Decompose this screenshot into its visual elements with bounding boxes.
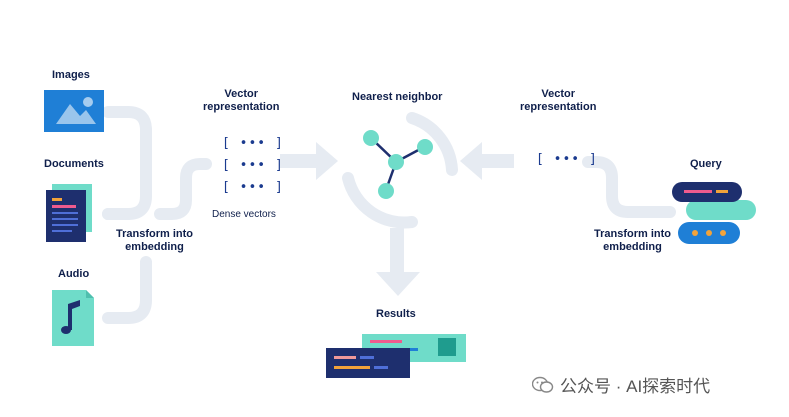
transform-label-left: Transform into embedding <box>116 228 194 253</box>
watermark-text: 公众号 · AI探索时代 <box>560 377 711 396</box>
arrows <box>280 142 514 296</box>
neighbor-graph-icon <box>363 130 433 199</box>
input-connectors <box>102 106 212 324</box>
dense-vector-3: [ ••• ] <box>222 180 284 195</box>
watermark: 公众号 · AI探索时代 <box>532 372 710 397</box>
query-vector-title: Vector representation <box>520 88 597 113</box>
dense-vectors-caption: Dense vectors <box>212 209 276 220</box>
audio-label: Audio <box>58 268 90 280</box>
audio-file-icon <box>52 290 94 346</box>
documents-label: Documents <box>44 158 104 170</box>
neighbor-node <box>417 139 433 155</box>
ring-arc-top <box>406 112 458 176</box>
image-icon <box>44 90 104 132</box>
ring-arc-bottom <box>342 172 418 229</box>
arrow-down-head <box>376 272 420 296</box>
neighbor-node <box>378 183 394 199</box>
nearest-neighbor-title: Nearest neighbor <box>352 91 443 103</box>
arrow-right-head <box>460 142 482 180</box>
connector-audio <box>102 256 152 324</box>
connector-to-vectors <box>154 158 212 220</box>
arrow-right-shaft <box>478 154 514 168</box>
arrow-left-head <box>316 142 338 180</box>
query-label: Query <box>690 158 722 170</box>
vector-representation-title: Vector representation <box>203 88 280 113</box>
transform-label-right: Transform into embedding <box>594 228 672 253</box>
arrow-left-shaft <box>280 154 320 168</box>
wechat-icon <box>532 376 554 393</box>
dense-vector-2: [ ••• ] <box>222 158 284 173</box>
query-vector: [ ••• ] <box>536 152 598 167</box>
neighbor-node <box>388 154 404 170</box>
neighbor-ring <box>342 112 458 229</box>
results-label: Results <box>376 308 416 320</box>
images-label: Images <box>52 69 90 81</box>
connector-query <box>582 156 676 218</box>
query-icon <box>672 182 756 244</box>
dense-vector-1: [ ••• ] <box>222 136 284 151</box>
neighbor-node <box>363 130 379 146</box>
arrow-down-shaft <box>390 228 404 276</box>
results-icon <box>326 334 466 378</box>
document-icon <box>46 184 92 242</box>
query-connectors <box>582 156 676 218</box>
connector-images <box>102 106 152 220</box>
